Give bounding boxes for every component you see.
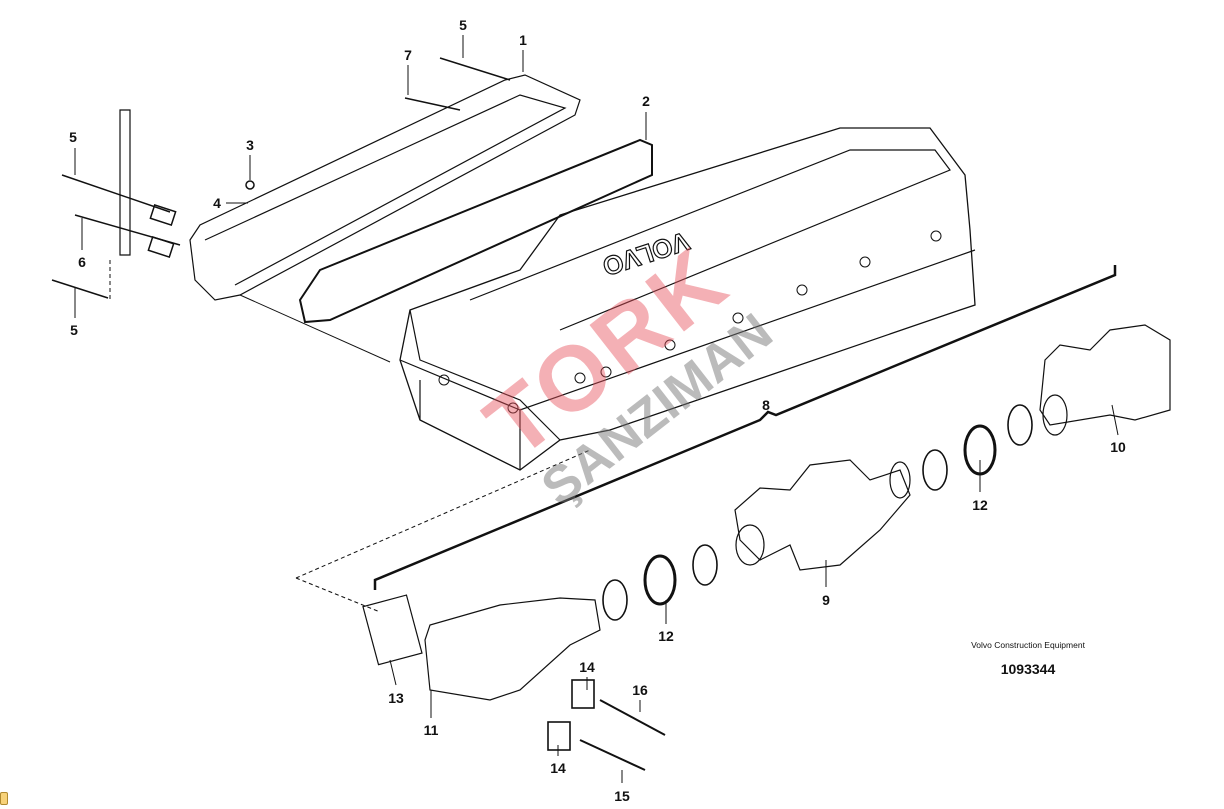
valve-cover xyxy=(119,74,581,301)
callout-8: 8 xyxy=(762,397,770,413)
callout-5: 5 xyxy=(459,17,467,33)
callout-4: 4 xyxy=(213,195,221,211)
callout-9: 9 xyxy=(822,592,830,608)
document-number: 1093344 xyxy=(1000,661,1056,677)
callout-5: 5 xyxy=(69,129,77,145)
callout-16: 16 xyxy=(632,682,648,698)
callout-15: 15 xyxy=(614,788,630,804)
callout-6: 6 xyxy=(78,254,86,270)
callout-14: 14 xyxy=(550,760,566,776)
callout-5: 5 xyxy=(70,322,78,338)
callout-1: 1 xyxy=(519,32,527,48)
callout-3: 3 xyxy=(246,137,254,153)
callout-13: 13 xyxy=(388,690,404,706)
exhaust-manifolds xyxy=(362,324,1171,701)
callout-11: 11 xyxy=(423,722,439,738)
callout-12: 12 xyxy=(658,628,674,644)
sealing-rings xyxy=(547,404,1033,771)
bracket xyxy=(119,109,131,256)
credit-text: Volvo Construction Equipment xyxy=(971,640,1085,650)
dashed-guide xyxy=(109,260,591,613)
callout-14: 14 xyxy=(579,659,595,675)
callout-12: 12 xyxy=(972,497,988,513)
bolts xyxy=(51,57,511,299)
assembly-bracket xyxy=(373,265,1117,590)
leader-lines xyxy=(74,35,1119,783)
gasket xyxy=(298,138,653,324)
corner-marker xyxy=(0,792,8,805)
callout-2: 2 xyxy=(642,93,650,109)
callout-10: 10 xyxy=(1110,439,1126,455)
callout-7: 7 xyxy=(404,47,412,63)
